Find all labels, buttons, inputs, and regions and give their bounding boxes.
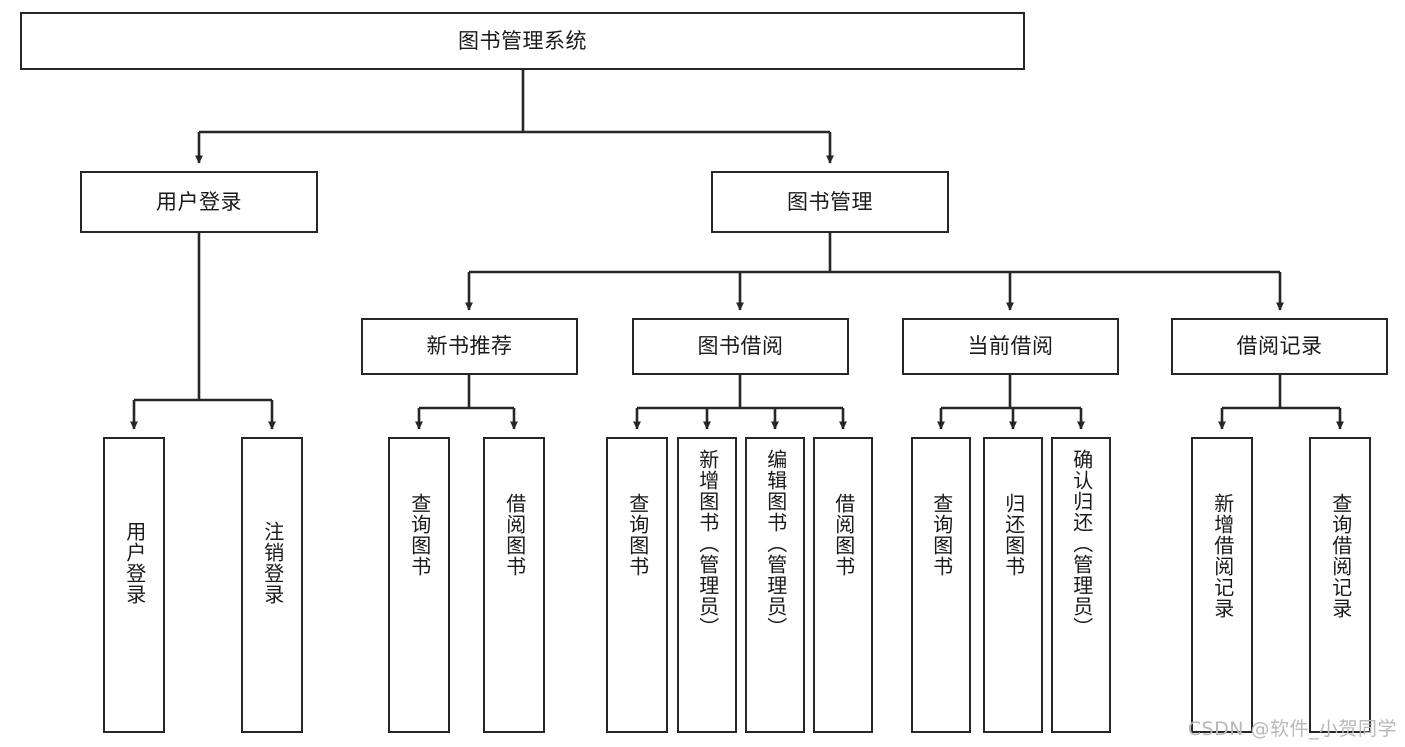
node-book-manage[interactable]: 图书管理 [711, 171, 949, 233]
node-leaf-borrow-book-2[interactable]: 借阅图书 [813, 437, 873, 733]
node-book-borrow[interactable]: 图书借阅 [632, 318, 849, 375]
node-leaf-confirm-return-admin[interactable]: 确认归还（管理员） [1051, 437, 1111, 733]
node-current-borrow-label: 当前借阅 [967, 334, 1054, 359]
node-leaf-add-book-admin-label: 新增图书（管理员） [695, 449, 720, 638]
node-leaf-user-login[interactable]: 用户登录 [103, 437, 165, 733]
node-leaf-query-borrow-record[interactable]: 查询借阅记录 [1309, 437, 1371, 733]
node-leaf-return-book[interactable]: 归还图书 [983, 437, 1043, 733]
node-borrow-record-label: 借阅记录 [1236, 334, 1323, 359]
csdn-watermark: CSDN @软件_小贺同学 [1187, 718, 1397, 740]
node-book-manage-label: 图书管理 [787, 189, 873, 214]
node-leaf-query-book-2[interactable]: 查询图书 [606, 437, 668, 733]
node-leaf-edit-book-admin-label: 编辑图书（管理员） [763, 449, 788, 638]
node-leaf-edit-book-admin[interactable]: 编辑图书（管理员） [745, 437, 805, 733]
node-root-label: 图书管理系统 [458, 28, 587, 53]
node-leaf-add-book-admin[interactable]: 新增图书（管理员） [677, 437, 737, 733]
node-leaf-user-login-label: 用户登录 [122, 521, 147, 605]
node-leaf-confirm-return-admin-label: 确认归还（管理员） [1069, 449, 1094, 638]
node-new-book-rec[interactable]: 新书推荐 [361, 318, 578, 375]
node-leaf-query-book-1-label: 查询图书 [407, 493, 432, 577]
node-leaf-borrow-book-1[interactable]: 借阅图书 [483, 437, 545, 733]
node-leaf-add-borrow-record[interactable]: 新增借阅记录 [1191, 437, 1253, 733]
node-leaf-query-book-3[interactable]: 查询图书 [911, 437, 971, 733]
node-borrow-record[interactable]: 借阅记录 [1171, 318, 1388, 375]
node-user-login[interactable]: 用户登录 [80, 171, 318, 233]
node-current-borrow[interactable]: 当前借阅 [902, 318, 1119, 375]
node-root[interactable]: 图书管理系统 [20, 12, 1025, 70]
node-leaf-query-borrow-record-label: 查询借阅记录 [1328, 493, 1353, 619]
node-leaf-query-book-3-label: 查询图书 [929, 493, 954, 577]
node-leaf-user-logout-label: 注销登录 [260, 521, 285, 605]
node-leaf-return-book-label: 归还图书 [1001, 493, 1026, 577]
node-leaf-borrow-book-1-label: 借阅图书 [502, 493, 527, 577]
node-new-book-rec-label: 新书推荐 [426, 334, 513, 359]
node-leaf-query-book-2-label: 查询图书 [625, 493, 650, 577]
node-leaf-user-logout[interactable]: 注销登录 [241, 437, 303, 733]
node-leaf-add-borrow-record-label: 新增借阅记录 [1210, 493, 1235, 619]
node-user-login-label: 用户登录 [156, 189, 242, 214]
node-leaf-borrow-book-2-label: 借阅图书 [831, 493, 856, 577]
node-book-borrow-label: 图书借阅 [697, 334, 784, 359]
node-leaf-query-book-1[interactable]: 查询图书 [388, 437, 450, 733]
